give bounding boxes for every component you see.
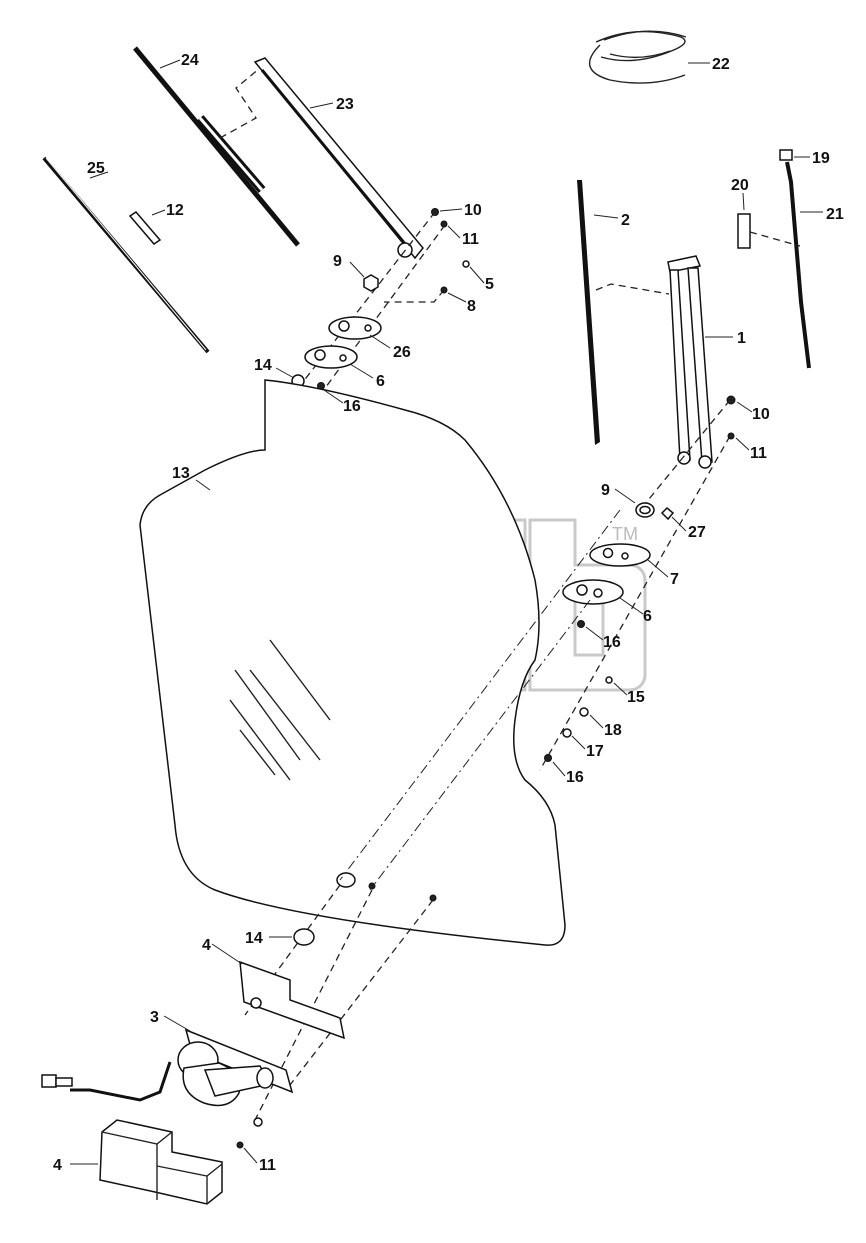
callout-4: 4: [202, 937, 211, 954]
callout-6: 6: [643, 608, 652, 625]
callout-15: 15: [627, 689, 645, 706]
callout-24: 24: [181, 52, 199, 69]
leader-lines: [70, 59, 823, 1165]
callout-23: 23: [336, 96, 354, 113]
callout-14: 14: [245, 930, 263, 947]
wiper-blade-2: [577, 180, 600, 445]
callout-16: 16: [603, 634, 621, 651]
callout-16: 16: [566, 769, 584, 786]
grommet-14: [293, 928, 315, 946]
blade-insert-12: [128, 211, 162, 245]
callout-6: 6: [376, 373, 385, 390]
callout-25: 25: [87, 160, 105, 177]
right-hardware-stack: [539, 395, 736, 771]
callout-3: 3: [150, 1009, 159, 1026]
callout-14: 14: [254, 357, 272, 374]
watermark-tm: TM: [612, 524, 638, 544]
motor-cover-4: [99, 1119, 223, 1205]
callout-labels: 24 23 22 25 12 10 11 9 5 8 26 14 6 16 19…: [53, 52, 844, 1174]
callout-11: 11: [259, 1157, 276, 1174]
callout-16: 16: [343, 398, 361, 415]
callout-12: 12: [166, 202, 184, 219]
callout-13: 13: [172, 465, 190, 482]
wiper-arm-1: [667, 255, 713, 469]
wiper-blade-24: [133, 46, 300, 247]
nozzle-19-20-21: [737, 149, 811, 369]
callout-9: 9: [333, 253, 342, 270]
wiper-motor-3: [41, 1028, 294, 1149]
callout-11: 11: [462, 231, 479, 248]
left-hardware-stack: [284, 208, 470, 406]
wiper-blade-25: [42, 156, 210, 354]
callout-26: 26: [393, 344, 411, 361]
callout-21: 21: [826, 206, 844, 223]
callout-7: 7: [670, 571, 679, 588]
washer-hose-22: [588, 30, 687, 84]
axis-line-2: [369, 599, 591, 891]
callout-19: 19: [812, 150, 830, 167]
callout-22: 22: [712, 56, 730, 73]
mount-plate-4: [239, 960, 345, 1040]
callout-10: 10: [752, 406, 770, 423]
blade2-arm-link-line: [595, 283, 670, 295]
axis-line-1: [339, 509, 621, 881]
callout-20: 20: [731, 177, 749, 194]
callout-10: 10: [464, 202, 482, 219]
callout-4: 4: [53, 1157, 62, 1174]
callout-18: 18: [604, 722, 622, 739]
callout-2: 2: [621, 212, 630, 229]
blade-arm-link-line: [219, 67, 261, 139]
wiper-arm-23: [253, 57, 424, 260]
callout-1: 1: [737, 330, 746, 347]
callout-9: 9: [601, 482, 610, 499]
door-glass-13: [139, 379, 566, 946]
callout-5: 5: [485, 276, 494, 293]
shaft-dash-line-3: [289, 899, 434, 1086]
callout-17: 17: [586, 743, 604, 760]
callout-11: 11: [750, 445, 767, 462]
callout-8: 8: [467, 298, 476, 315]
callout-27: 27: [688, 524, 706, 541]
